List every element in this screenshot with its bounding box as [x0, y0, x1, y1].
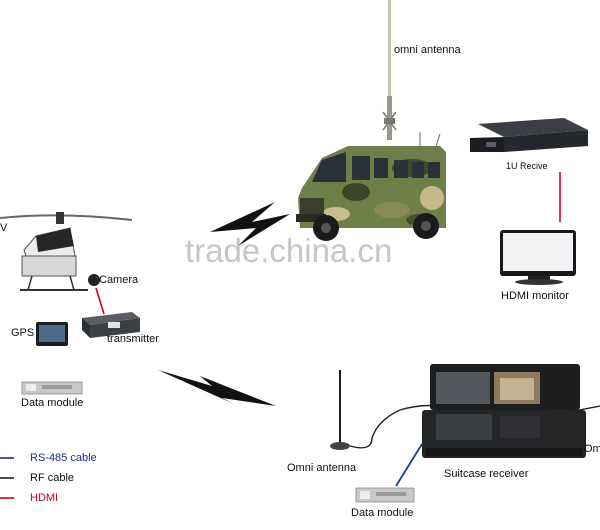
label-gps: GPS	[11, 327, 35, 339]
label-edge-right: Om	[584, 443, 600, 455]
rf-cable-antenna-suitcase	[349, 404, 441, 449]
legend-label-rf: RF cable	[30, 472, 75, 484]
wireless-link-bolt-top	[210, 202, 290, 246]
label-transmitter: transmitter	[107, 333, 159, 345]
label-hdmi-monitor: HDMI monitor	[501, 290, 569, 302]
data-module-left-device	[21, 381, 83, 395]
label-omni-antenna-top: omni antenna	[394, 44, 461, 56]
omni-antenna-top-mast	[382, 0, 397, 140]
label-data-module-bottom: Data module	[351, 507, 414, 519]
receiver-1u-device	[470, 118, 588, 152]
command-vehicle	[296, 132, 446, 241]
hdmi-cable-camera-transmitter	[95, 287, 105, 315]
legend-label-hdmi: HDMI	[30, 492, 59, 504]
cable-to-edge-right	[547, 405, 600, 417]
legend-label-rs485: RS-485 cable	[30, 452, 97, 464]
suitcase-receiver-device	[422, 364, 586, 458]
label-omni-antenna-bottom: Omni antenna	[287, 462, 357, 474]
label-data-module-left: Data module	[21, 397, 84, 409]
hdmi-monitor-device	[500, 230, 576, 285]
label-edge-left: V	[0, 222, 8, 234]
label-camera: Camera	[99, 274, 139, 286]
label-receiver-1u: 1U Recive	[506, 161, 548, 171]
omni-antenna-bottom-device	[330, 370, 350, 450]
transmitter-device	[82, 312, 140, 338]
uav-helicopter	[0, 212, 133, 291]
data-module-bottom-device	[355, 487, 415, 503]
gps-device	[36, 322, 68, 346]
wireless-link-bolt-bottom	[158, 370, 276, 406]
rs485-cable-suitcase-module	[395, 443, 423, 487]
watermark-text: trade.china.cn	[185, 232, 393, 269]
label-suitcase-receiver: Suitcase receiver	[444, 468, 529, 480]
